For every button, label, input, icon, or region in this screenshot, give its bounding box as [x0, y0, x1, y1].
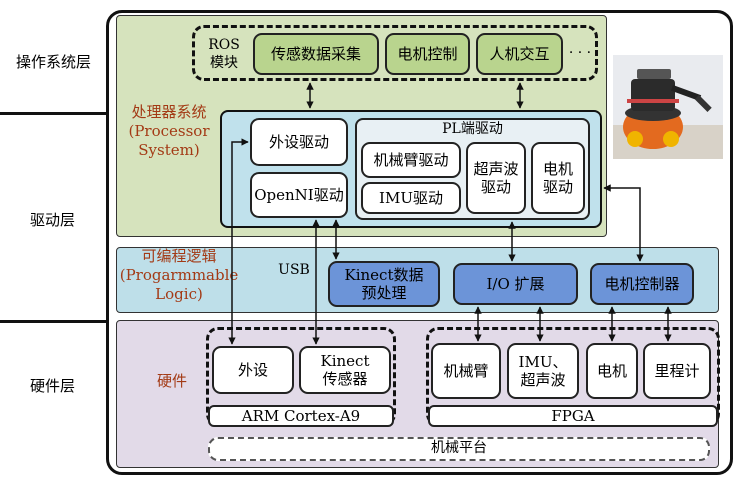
- motor-driver-box: 电机 驱动: [531, 142, 585, 214]
- kinect-preprocessing-box: Kinect数据 预处理: [328, 261, 440, 307]
- io-expansion-box: I/O 扩展: [453, 263, 578, 305]
- processor-system-label: 处理器系统 (Processor System): [128, 103, 210, 159]
- ultrasonic-driver-box: 超声波 驱动: [466, 142, 526, 214]
- layer-label-hardware: 硬件层: [30, 377, 76, 395]
- sensor-data-acquisition-box: 传感数据采集: [253, 33, 379, 75]
- mechanical-platform-label: 机械平台: [431, 440, 487, 456]
- motor-box: 电机: [586, 343, 638, 399]
- robot-arm-driver-box: 机械臂驱动: [361, 142, 461, 178]
- kinect-sensor-box: Kinect 传感器: [299, 346, 391, 394]
- imu-driver-box: IMU驱动: [361, 182, 461, 214]
- ros-module-group: [192, 25, 598, 81]
- usb-label: USB: [278, 262, 310, 278]
- hardware-label: 硬件: [156, 372, 187, 390]
- fpga-label-box: FPGA: [428, 405, 718, 427]
- human-machine-interaction-box: 人机交互: [476, 33, 563, 75]
- robot-photo: [613, 55, 723, 159]
- arm-cortex-a9-label-box: ARM Cortex-A9: [208, 405, 394, 427]
- robot-arm-box: 机械臂: [431, 343, 501, 399]
- openni-driver-box: OpenNI驱动: [250, 172, 348, 218]
- imu-ultrasonic-box: IMU、 超声波: [507, 343, 579, 399]
- odometer-box: 里程计: [643, 343, 711, 399]
- motor-control-box: 电机控制: [385, 33, 470, 75]
- layer-label-os: 操作系统层: [16, 53, 92, 71]
- motor-controller-box: 电机控制器: [590, 263, 694, 305]
- layer-divider-bottom: [0, 320, 116, 323]
- peripheral-device-box: 外设: [212, 346, 294, 394]
- layer-divider-top: [0, 112, 116, 115]
- more-modules-ellipsis: · · ·: [568, 45, 592, 61]
- ros-module-label: ROS 模块: [208, 37, 240, 71]
- pl-driver-title: PL端驱动: [442, 121, 503, 137]
- layer-label-driver: 驱动层: [30, 211, 76, 229]
- programmable-logic-label: 可编程逻辑 (Progarmmable Logic): [119, 247, 239, 303]
- mechanical-platform-box: [208, 437, 710, 461]
- peripheral-driver-box: 外设驱动: [250, 118, 348, 166]
